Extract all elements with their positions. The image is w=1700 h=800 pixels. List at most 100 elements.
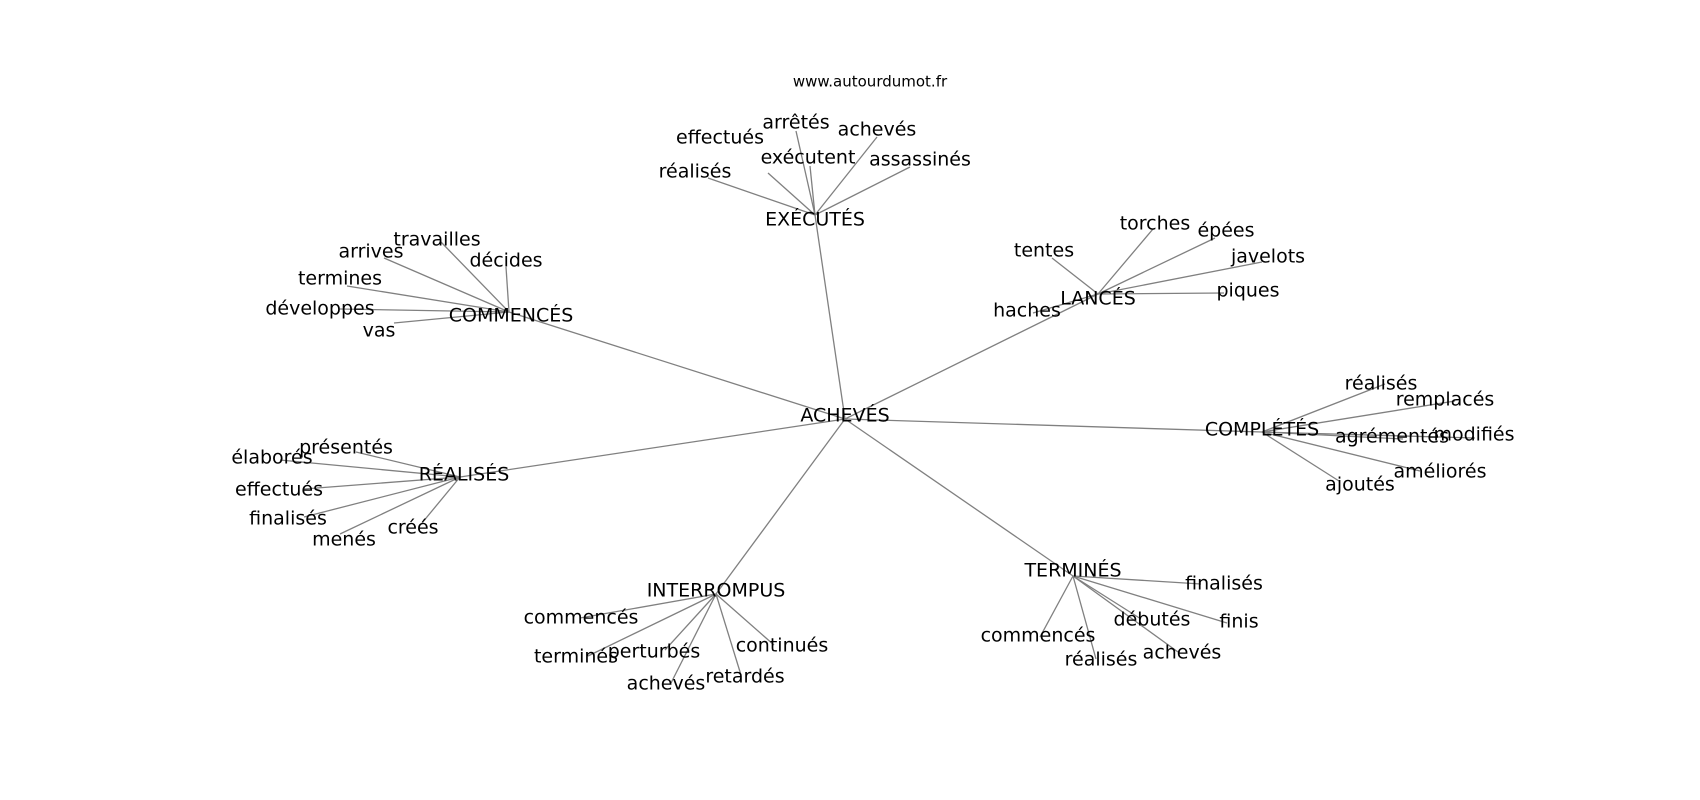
edge-cluster-0-leaf-3 bbox=[809, 165, 816, 216]
edge-cluster-0-leaf-1 bbox=[767, 172, 816, 216]
leaf-finalises-2[interactable]: finalisés bbox=[1185, 573, 1263, 595]
edge-cluster-2-leaf-4 bbox=[339, 308, 510, 313]
edge-cluster-1-leaf-0 bbox=[1097, 228, 1154, 295]
edge-cluster-3-leaf-1 bbox=[1261, 400, 1456, 433]
edge-cluster-5-leaf-1 bbox=[1072, 575, 1142, 620]
edge-cluster-6-leaf-1 bbox=[715, 593, 775, 646]
leaf-assassines[interactable]: assassinés bbox=[869, 149, 971, 171]
leaf-termines-2[interactable]: terminés bbox=[534, 646, 618, 668]
edge-cluster-2-leaf-3 bbox=[346, 285, 510, 313]
leaf-agrementes[interactable]: agrémentés bbox=[1335, 426, 1449, 448]
edge-cluster-1-leaf-1 bbox=[1097, 237, 1216, 295]
edge-cluster-1-leaf-4 bbox=[1097, 292, 1225, 295]
leaf-javelots[interactable]: javelots bbox=[1230, 246, 1305, 268]
center-node-label[interactable]: ACHEVÉS bbox=[800, 404, 889, 427]
edges-layer bbox=[279, 130, 1476, 684]
labels-layer: www.autourdumot.fr ACHEVÉS EXÉCUTÉS arrê… bbox=[231, 73, 1514, 695]
cluster-exectues-label[interactable]: EXÉCUTÉS bbox=[765, 208, 865, 231]
leaf-presentes[interactable]: présentés bbox=[299, 437, 393, 459]
edge-cluster-0-leaf-2 bbox=[814, 136, 878, 216]
leaf-decides[interactable]: décides bbox=[469, 250, 542, 272]
leaf-crees[interactable]: créés bbox=[387, 517, 438, 539]
leaf-ajoutes[interactable]: ajoutés bbox=[1325, 474, 1395, 496]
leaf-remplaces[interactable]: remplacés bbox=[1396, 389, 1495, 411]
leaf-acheves-2[interactable]: achevés bbox=[1143, 642, 1222, 664]
edge-cluster-0-leaf-0 bbox=[795, 130, 816, 216]
leaf-acheves[interactable]: achevés bbox=[838, 119, 917, 141]
edge-cluster-0-leaf-4 bbox=[707, 177, 816, 216]
edge-cluster-6-leaf-5 bbox=[715, 593, 742, 676]
edge-cluster-6-leaf-0 bbox=[579, 593, 717, 619]
edge-hub-cluster-5 bbox=[844, 418, 1074, 577]
edge-cluster-1-leaf-3 bbox=[1097, 261, 1263, 295]
leaf-debutes[interactable]: débutés bbox=[1114, 609, 1191, 631]
leaf-torches[interactable]: torches bbox=[1120, 213, 1191, 235]
edge-cluster-6-leaf-3 bbox=[664, 593, 717, 651]
edge-cluster-5-leaf-4 bbox=[1072, 575, 1179, 653]
leaf-arrives[interactable]: arrives bbox=[338, 241, 403, 263]
cluster-commences-label[interactable]: COMMENCÉS bbox=[449, 304, 574, 327]
leaf-epees[interactable]: épées bbox=[1197, 220, 1254, 242]
leaf-finis[interactable]: finis bbox=[1219, 611, 1258, 633]
leaf-realises-2[interactable]: réalisés bbox=[1345, 373, 1418, 395]
leaf-commences[interactable]: commencés bbox=[981, 625, 1096, 647]
leaf-perturbes[interactable]: perturbés bbox=[608, 641, 701, 663]
leaf-piques[interactable]: piques bbox=[1216, 280, 1279, 302]
edge-hub-cluster-4 bbox=[459, 418, 846, 478]
leaf-acheves-3[interactable]: achevés bbox=[627, 673, 706, 695]
leaf-developpes[interactable]: développes bbox=[265, 298, 374, 320]
edge-hub-cluster-1 bbox=[844, 293, 1099, 420]
edge-cluster-3-leaf-5 bbox=[1261, 431, 1340, 482]
leaf-retardes[interactable]: retardés bbox=[705, 666, 784, 688]
site-credit: www.autourdumot.fr bbox=[793, 73, 948, 91]
edge-cluster-5-leaf-3 bbox=[1039, 575, 1074, 638]
edge-cluster-4-leaf-4 bbox=[339, 476, 461, 535]
cluster-completes-label[interactable]: COMPLÉTÉS bbox=[1205, 418, 1319, 441]
leaf-realises[interactable]: réalisés bbox=[659, 161, 732, 183]
leaf-executent[interactable]: exécutent bbox=[761, 147, 856, 169]
edge-cluster-2-leaf-5 bbox=[393, 311, 510, 324]
edge-cluster-3-leaf-0 bbox=[1261, 383, 1386, 433]
cluster-realises-label[interactable]: RÉALISÉS bbox=[419, 463, 510, 486]
cluster-interrompus-label[interactable]: INTERROMPUS bbox=[647, 580, 786, 602]
edge-cluster-6-leaf-2 bbox=[587, 593, 717, 657]
leaf-continues[interactable]: continués bbox=[736, 635, 829, 657]
edge-cluster-3-leaf-3 bbox=[1261, 431, 1476, 439]
leaf-elabores[interactable]: élaborés bbox=[231, 447, 312, 469]
leaf-menes[interactable]: menés bbox=[312, 529, 376, 551]
edge-cluster-5-leaf-0 bbox=[1072, 575, 1202, 585]
leaf-travailles[interactable]: travailles bbox=[393, 229, 480, 251]
edge-cluster-2-leaf-2 bbox=[505, 266, 510, 313]
edge-cluster-4-leaf-5 bbox=[421, 476, 461, 524]
edge-cluster-5-leaf-5 bbox=[1072, 575, 1097, 660]
leaf-commences-2[interactable]: commencés bbox=[524, 607, 639, 629]
cluster-lances-label[interactable]: LANCÉS bbox=[1060, 287, 1136, 310]
leaf-realises-3[interactable]: réalisés bbox=[1065, 649, 1138, 671]
leaf-haches[interactable]: haches bbox=[993, 300, 1061, 322]
leaf-arretes[interactable]: arrêtés bbox=[762, 112, 829, 134]
edge-cluster-1-leaf-5 bbox=[1032, 293, 1099, 314]
edge-cluster-4-leaf-2 bbox=[303, 476, 461, 490]
edge-cluster-2-leaf-1 bbox=[383, 257, 510, 313]
edge-cluster-5-leaf-2 bbox=[1072, 575, 1228, 624]
edge-cluster-3-leaf-4 bbox=[1261, 431, 1421, 472]
edge-cluster-6-leaf-4 bbox=[670, 593, 717, 684]
leaf-ameliores[interactable]: améliorés bbox=[1393, 461, 1486, 483]
leaf-termines[interactable]: termines bbox=[298, 268, 382, 290]
leaf-modifies[interactable]: modifiés bbox=[1433, 424, 1514, 446]
leaf-effectues-2[interactable]: effectués bbox=[235, 479, 323, 501]
edge-hub-cluster-3 bbox=[844, 418, 1263, 433]
edge-cluster-4-leaf-3 bbox=[303, 476, 461, 518]
edge-hub-cluster-0 bbox=[814, 214, 846, 420]
leaf-vas[interactable]: vas bbox=[363, 320, 396, 342]
edge-cluster-0-leaf-5 bbox=[814, 166, 911, 216]
cluster-termines-label[interactable]: TERMINÉS bbox=[1023, 559, 1121, 582]
leaf-finalises[interactable]: finalisés bbox=[249, 508, 327, 530]
leaf-tentes[interactable]: tentes bbox=[1014, 240, 1074, 262]
edge-cluster-4-leaf-0 bbox=[355, 451, 461, 478]
edge-hub-cluster-2 bbox=[508, 311, 846, 420]
edge-cluster-4-leaf-1 bbox=[279, 459, 461, 478]
leaf-effectues[interactable]: effectués bbox=[676, 127, 764, 149]
